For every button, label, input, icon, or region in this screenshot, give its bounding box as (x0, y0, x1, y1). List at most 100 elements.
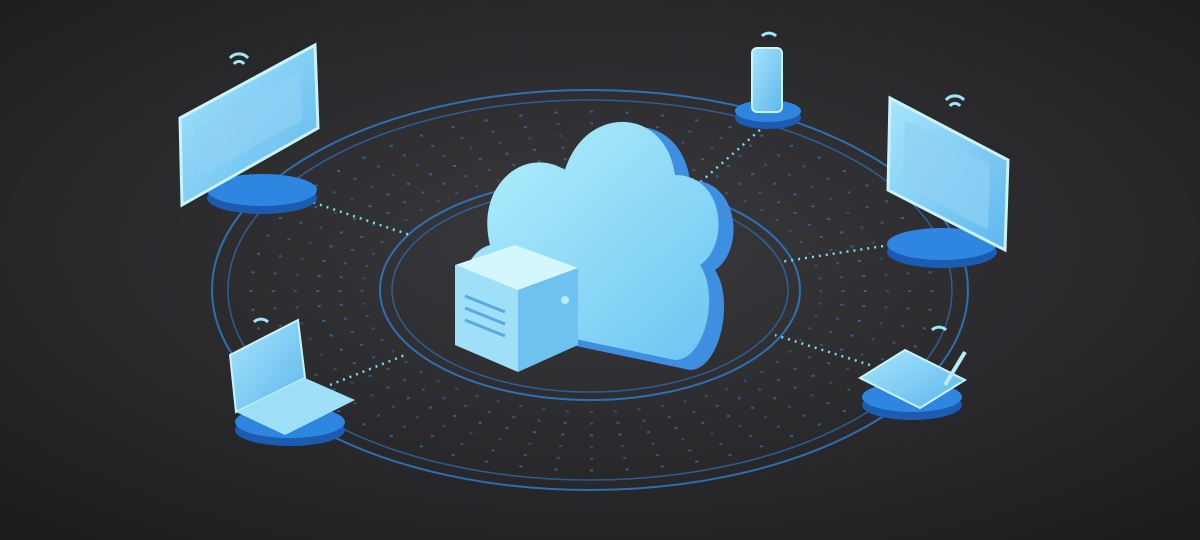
pattern-dot (360, 236, 364, 239)
pattern-dot (760, 445, 764, 448)
pattern-dot (802, 414, 806, 417)
pattern-dot (860, 226, 864, 229)
pattern-dot (528, 137, 532, 140)
pattern-dot (563, 158, 567, 161)
pattern-dot (377, 165, 381, 168)
pattern-dot (928, 271, 932, 274)
pattern-dot (913, 345, 917, 348)
pattern-dot (625, 468, 629, 471)
pattern-dot (726, 414, 730, 417)
pattern-dot (704, 394, 708, 397)
pattern-dot (505, 152, 509, 155)
pattern-dot (523, 125, 527, 128)
pattern-dot (429, 173, 433, 176)
pattern-dot (386, 367, 390, 370)
pattern-dot (743, 200, 747, 203)
pattern-dot (840, 348, 844, 351)
pattern-dot (749, 435, 753, 438)
pattern-dot (295, 306, 299, 309)
pattern-dot (380, 339, 384, 342)
pattern-dot (300, 257, 304, 260)
pattern-dot (403, 201, 407, 204)
pattern-dot (251, 308, 255, 311)
pattern-dot (847, 191, 851, 194)
pattern-dot (391, 229, 395, 232)
pattern-dot (773, 182, 777, 185)
pattern-dot (352, 362, 356, 365)
pattern-dot (416, 163, 420, 166)
pattern-dot (793, 193, 797, 196)
pattern-dot (880, 358, 884, 361)
pattern-dot (333, 212, 337, 214)
pattern-dot (819, 290, 823, 292)
pattern-dot (773, 397, 777, 400)
pattern-dot (419, 209, 423, 212)
pattern-dot (763, 163, 767, 166)
pattern-dot (763, 416, 767, 419)
pattern-dot (637, 408, 641, 411)
pattern-dot (498, 141, 502, 144)
pattern-dot (724, 387, 728, 390)
pattern-dot (840, 231, 844, 234)
pattern-dot (556, 456, 560, 459)
pattern-dot (646, 431, 650, 434)
pattern-dot (487, 168, 491, 171)
pattern-dot (519, 465, 523, 468)
pattern-dot (350, 330, 354, 333)
pattern-dot (590, 469, 593, 472)
pattern-dot (475, 185, 479, 188)
pattern-dot (743, 379, 747, 382)
pattern-dot (847, 388, 851, 391)
pattern-dot (537, 419, 541, 422)
pattern-dot (760, 370, 764, 373)
pattern-dot (314, 373, 318, 376)
pattern-dot (656, 125, 660, 128)
connector-lines (299, 129, 891, 387)
pattern-dot (460, 443, 464, 446)
pattern-dot (505, 427, 509, 430)
pattern-dot (817, 423, 821, 426)
pattern-dot (788, 350, 792, 353)
pattern-dot (790, 144, 794, 147)
pattern-dot (777, 425, 781, 428)
pattern-dot (618, 433, 622, 436)
pattern-dot (453, 414, 457, 417)
pattern-dot (790, 435, 794, 438)
wifi-icon (252, 317, 270, 324)
pattern-dot (613, 410, 617, 413)
pattern-dot (857, 259, 861, 262)
pattern-dot (528, 442, 532, 445)
pattern-dot (478, 421, 482, 424)
pattern-dot (814, 315, 818, 318)
pattern-dot (590, 446, 593, 448)
pattern-dot (278, 255, 282, 258)
pattern-dot (908, 290, 912, 292)
pattern-dot (512, 163, 516, 166)
pattern-dot (710, 147, 714, 150)
pattern-dot (738, 154, 741, 157)
pattern-dot (892, 341, 896, 344)
pattern-dot (860, 353, 864, 356)
pattern-dot (332, 191, 336, 194)
pattern-dot (271, 290, 275, 292)
pattern-dot (350, 198, 354, 201)
pattern-dot (863, 290, 867, 292)
device-monitor-top-left (178, 42, 320, 214)
pattern-dot (799, 339, 803, 342)
pattern-dot (333, 368, 337, 370)
pattern-dot (719, 443, 723, 446)
pattern-dot (710, 432, 714, 435)
pattern-dot (391, 174, 395, 177)
pattern-dot (278, 324, 282, 327)
wifi-icon (228, 52, 250, 66)
pattern-dot (329, 334, 333, 337)
pattern-dot (683, 400, 687, 403)
pattern-dot (391, 350, 395, 353)
pattern-dot (841, 290, 845, 292)
pattern-dot (871, 338, 875, 341)
pattern-dot (688, 449, 692, 452)
pattern-dot (279, 217, 283, 220)
pattern-dot (386, 212, 390, 215)
pattern-dot (455, 192, 459, 195)
pattern-dot (884, 306, 888, 309)
